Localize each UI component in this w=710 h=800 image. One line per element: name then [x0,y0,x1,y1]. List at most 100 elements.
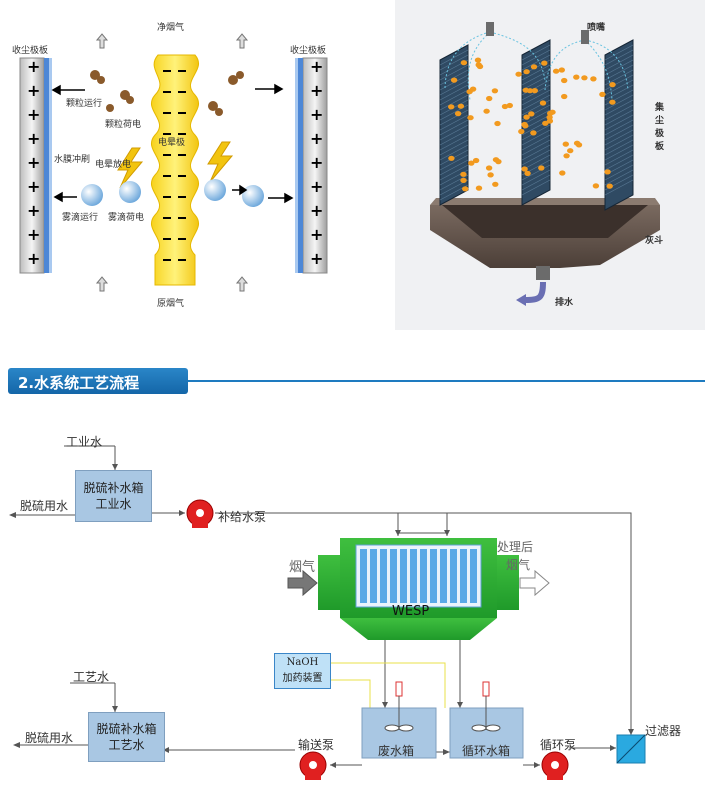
gas-flow-arrows [95,33,249,292]
wesp-tube [410,549,417,603]
minus-sign [178,259,186,261]
plus-sign: + [310,225,323,244]
lightning-icon [117,147,144,189]
droplet [460,177,467,183]
droplet [609,82,616,88]
wesp-tube [390,549,397,603]
corona-electrode [150,54,200,286]
minus-sign [178,112,186,114]
label-drain: 排水 [555,298,574,308]
droplet [491,88,499,94]
droplet [468,160,475,166]
wesp-tube [440,549,447,603]
plus-sign: + [27,153,40,172]
mist-droplet [204,179,226,201]
dust-particles [90,70,244,116]
droplet [486,95,493,102]
wesp-tube [400,549,407,603]
droplet [523,69,530,75]
label-particle-charge: 颗粒荷电 [105,120,142,130]
droplet [609,99,616,105]
transfer-pump-icon [299,751,327,780]
minus-sign [163,175,171,177]
mist-droplet [81,184,103,206]
droplet [483,108,490,114]
droplet [475,62,482,68]
plus-sign: + [27,81,40,100]
plus-sign: + [27,177,40,196]
plus-sign: + [310,201,323,220]
wesp-tube [380,549,387,603]
makeup-pump-icon [186,499,214,528]
droplet [460,171,467,177]
droplet [469,86,477,92]
plus-sign: + [27,105,40,124]
pipe-arrowheads [9,464,634,768]
droplet [492,181,499,187]
droplet [472,157,480,164]
mist-droplet [119,181,141,203]
plus-sign: + [27,57,40,76]
plus-sign: + [27,249,40,268]
label-mist-move: 雾滴运行 [62,213,99,223]
label-nozzle: 喷嘴 [587,23,606,33]
droplet [581,75,588,81]
label-circ-pump: 循环泵 [540,738,577,752]
wesp-tube [360,549,367,603]
droplet [573,74,580,80]
label-plates: 集尘极板 [655,103,665,152]
droplet [506,102,513,109]
plus-sign: + [310,57,323,76]
droplet [546,114,553,120]
wesp-tube [370,549,377,603]
minus-sign [163,133,171,135]
droplet [561,93,568,100]
droplet [531,88,538,94]
label-industrial-water: 工业水 [66,435,103,449]
section-divider [180,380,705,382]
naoh-line1: NaOH [286,657,319,668]
droplet [448,155,455,161]
droplet [549,109,556,115]
wesp-tube [420,549,427,603]
minus-sign [163,196,171,198]
droplet [515,71,522,77]
treated-gas-out-arrow [519,569,550,597]
droplet [450,77,458,83]
droplet [604,169,611,175]
label-clean-gas: 净烟气 [157,23,185,33]
motion-arrows [51,83,294,204]
droplet [558,67,565,73]
droplet [528,111,535,117]
naoh-line2: 加药装置 [282,673,323,684]
filter-icon [616,734,646,764]
droplet [521,166,528,172]
minus-sign [163,217,171,219]
droplet [462,186,469,192]
label-collector-left: 收尘极板 [12,46,49,56]
plus-sign: + [310,177,323,196]
label-hopper: 灰斗 [645,236,664,246]
droplet [448,104,455,110]
minus-sign [178,196,186,198]
label-collector-right: 收尘极板 [290,46,327,56]
minus-sign [178,238,186,240]
droplet [590,76,597,82]
desulf-makeup-tank-process: 脱硫补水箱 工艺水 [88,712,165,762]
droplet [474,57,482,63]
charge-signs: ++++++++++++++++++ [27,57,323,268]
section-title-text: 2.水系统工艺流程 [18,374,140,392]
label-mist-charge: 雾滴荷电 [108,213,145,223]
plus-sign: + [310,105,323,124]
droplet [552,68,560,74]
minus-sign [163,112,171,114]
droplet [530,64,538,70]
flue-gas-in-arrow [287,569,318,597]
label-particle-move: 颗粒运行 [66,99,103,109]
droplet [501,103,509,110]
wesp-tube [460,549,467,603]
label-raw-gas: 原烟气 [157,299,185,309]
droplet [542,120,549,126]
plus-sign: + [27,201,40,220]
wesp-tube [430,549,437,603]
